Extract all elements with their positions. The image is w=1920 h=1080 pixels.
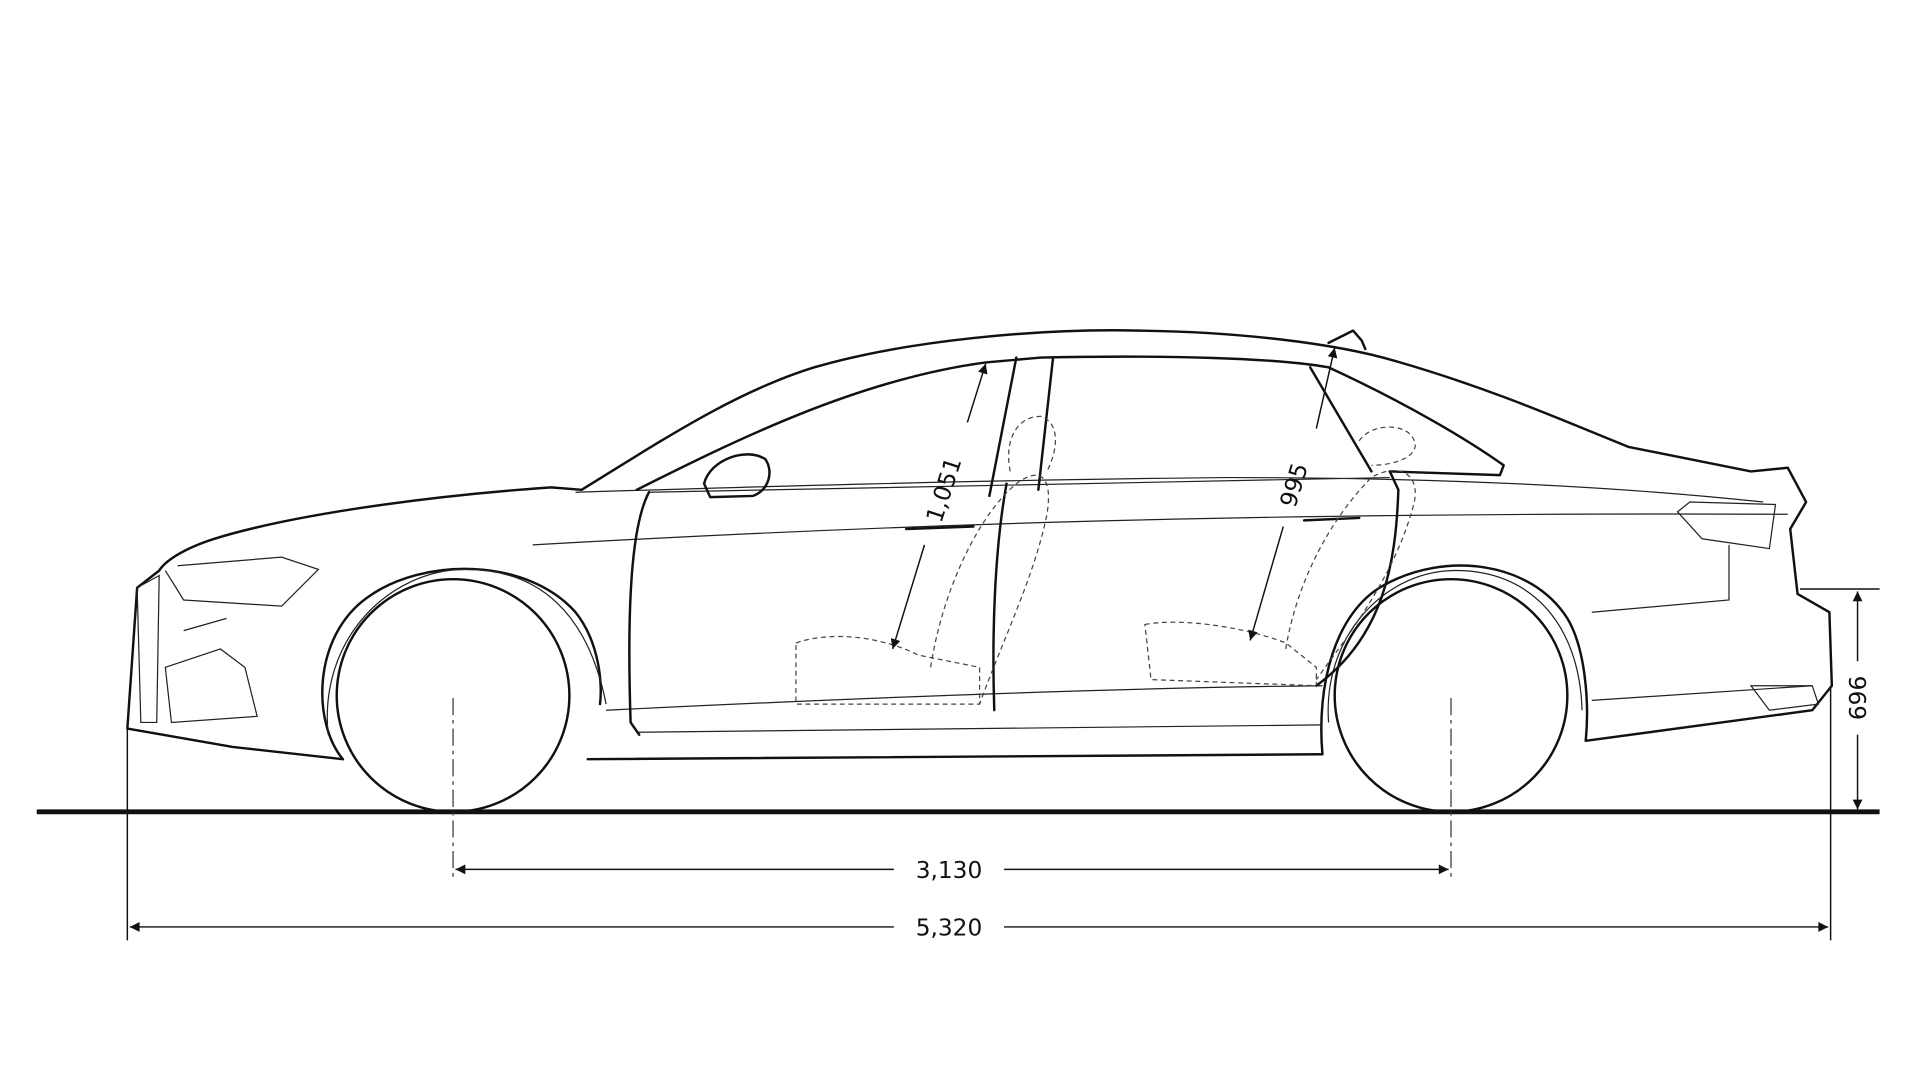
wheelbase-label: 3,130 [916,857,983,884]
length-dimension: 5,320 [129,915,1829,942]
wheelbase-dimension: 3,130 [455,857,1449,884]
front-headroom-dimension: 1,051 [890,363,988,650]
front-headroom-label: 1,051 [921,454,967,526]
rear-headroom-dimension: 995 [1248,347,1338,641]
sill-height-label: 696 [1845,676,1872,720]
rear-wheel [1333,577,1569,814]
sill-height-dimension: 696 [1845,591,1872,810]
front-wheel [335,577,571,814]
car-body [126,329,1834,761]
length-label: 5,320 [916,915,983,942]
rear-headroom-label: 995 [1275,460,1314,510]
